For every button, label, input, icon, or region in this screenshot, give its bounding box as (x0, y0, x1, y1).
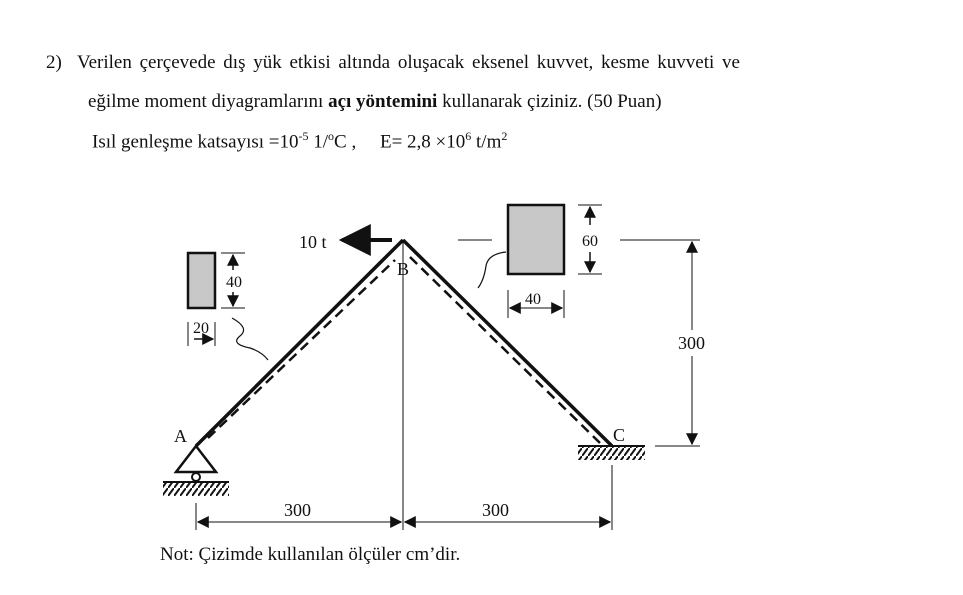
units-note: Not: Çizimde kullanılan ölçüler cm’dir. (160, 544, 461, 565)
modulus-exponent: 6 (465, 129, 472, 143)
modulus-unit: t/m (471, 131, 502, 153)
thermal-exponent: -5 (298, 129, 309, 143)
right-section-width: 40 (525, 291, 541, 308)
member-bc (401, 238, 614, 448)
node-b-label: B (397, 259, 409, 279)
fixed-support-c (578, 445, 645, 460)
question-text-line-2-end: kullanarak çiziniz. (50 Puan) (437, 91, 662, 112)
dashed-fiber-bc (409, 256, 601, 444)
right-section-rect (506, 203, 566, 276)
frame-height-label: 300 (678, 333, 705, 353)
left-section-rect (186, 251, 217, 310)
left-section-width: 20 (193, 320, 209, 337)
dashed-fiber-ab (207, 259, 396, 439)
thermal-unit: 1/ (308, 131, 329, 153)
thermal-coefficient-label: Isıl genleşme katsayısı =10 (92, 131, 299, 153)
right-cross-section: 60 40 (458, 203, 602, 318)
span-right-label: 300 (482, 500, 509, 520)
question-text-line-1: Verilen çerçevede dış yük etkisi altında… (77, 52, 740, 73)
node-a-label: A (174, 426, 187, 446)
span-dimensions: 300 300 (195, 465, 613, 530)
right-section-leader (477, 251, 507, 289)
member-ab (194, 238, 405, 448)
load-label: 10 t (299, 232, 327, 252)
span-left-label: 300 (284, 500, 311, 520)
degree-symbol: o (328, 129, 335, 143)
right-section-height: 60 (582, 233, 598, 250)
elastic-modulus-label: E= 2,8 ×10 (379, 131, 466, 153)
left-cross-section: 40 20 (186, 251, 269, 361)
pin-support-a (163, 443, 229, 496)
height-dimension: 300 (620, 239, 705, 447)
left-section-leader (231, 317, 269, 361)
node-c-label: C (613, 425, 625, 445)
question-method-bold: açı yöntemini (328, 91, 438, 112)
modulus-unit-exponent: 2 (501, 129, 508, 143)
left-section-height: 40 (226, 274, 242, 291)
question-number: 2) (46, 52, 62, 73)
question-text-line-2-start: eğilme moment diyagramlarını (88, 91, 329, 112)
question-line-1: 2) Verilen çerçevede dış yük etkisi altı… (46, 52, 740, 74)
thermal-unit-c: C , (334, 131, 357, 153)
material-properties: Isıl genleşme katsayısı =10-5 1/oC , E= … (92, 129, 507, 153)
question-line-2: eğilme moment diyagramlarını açı yöntemi… (88, 91, 662, 113)
